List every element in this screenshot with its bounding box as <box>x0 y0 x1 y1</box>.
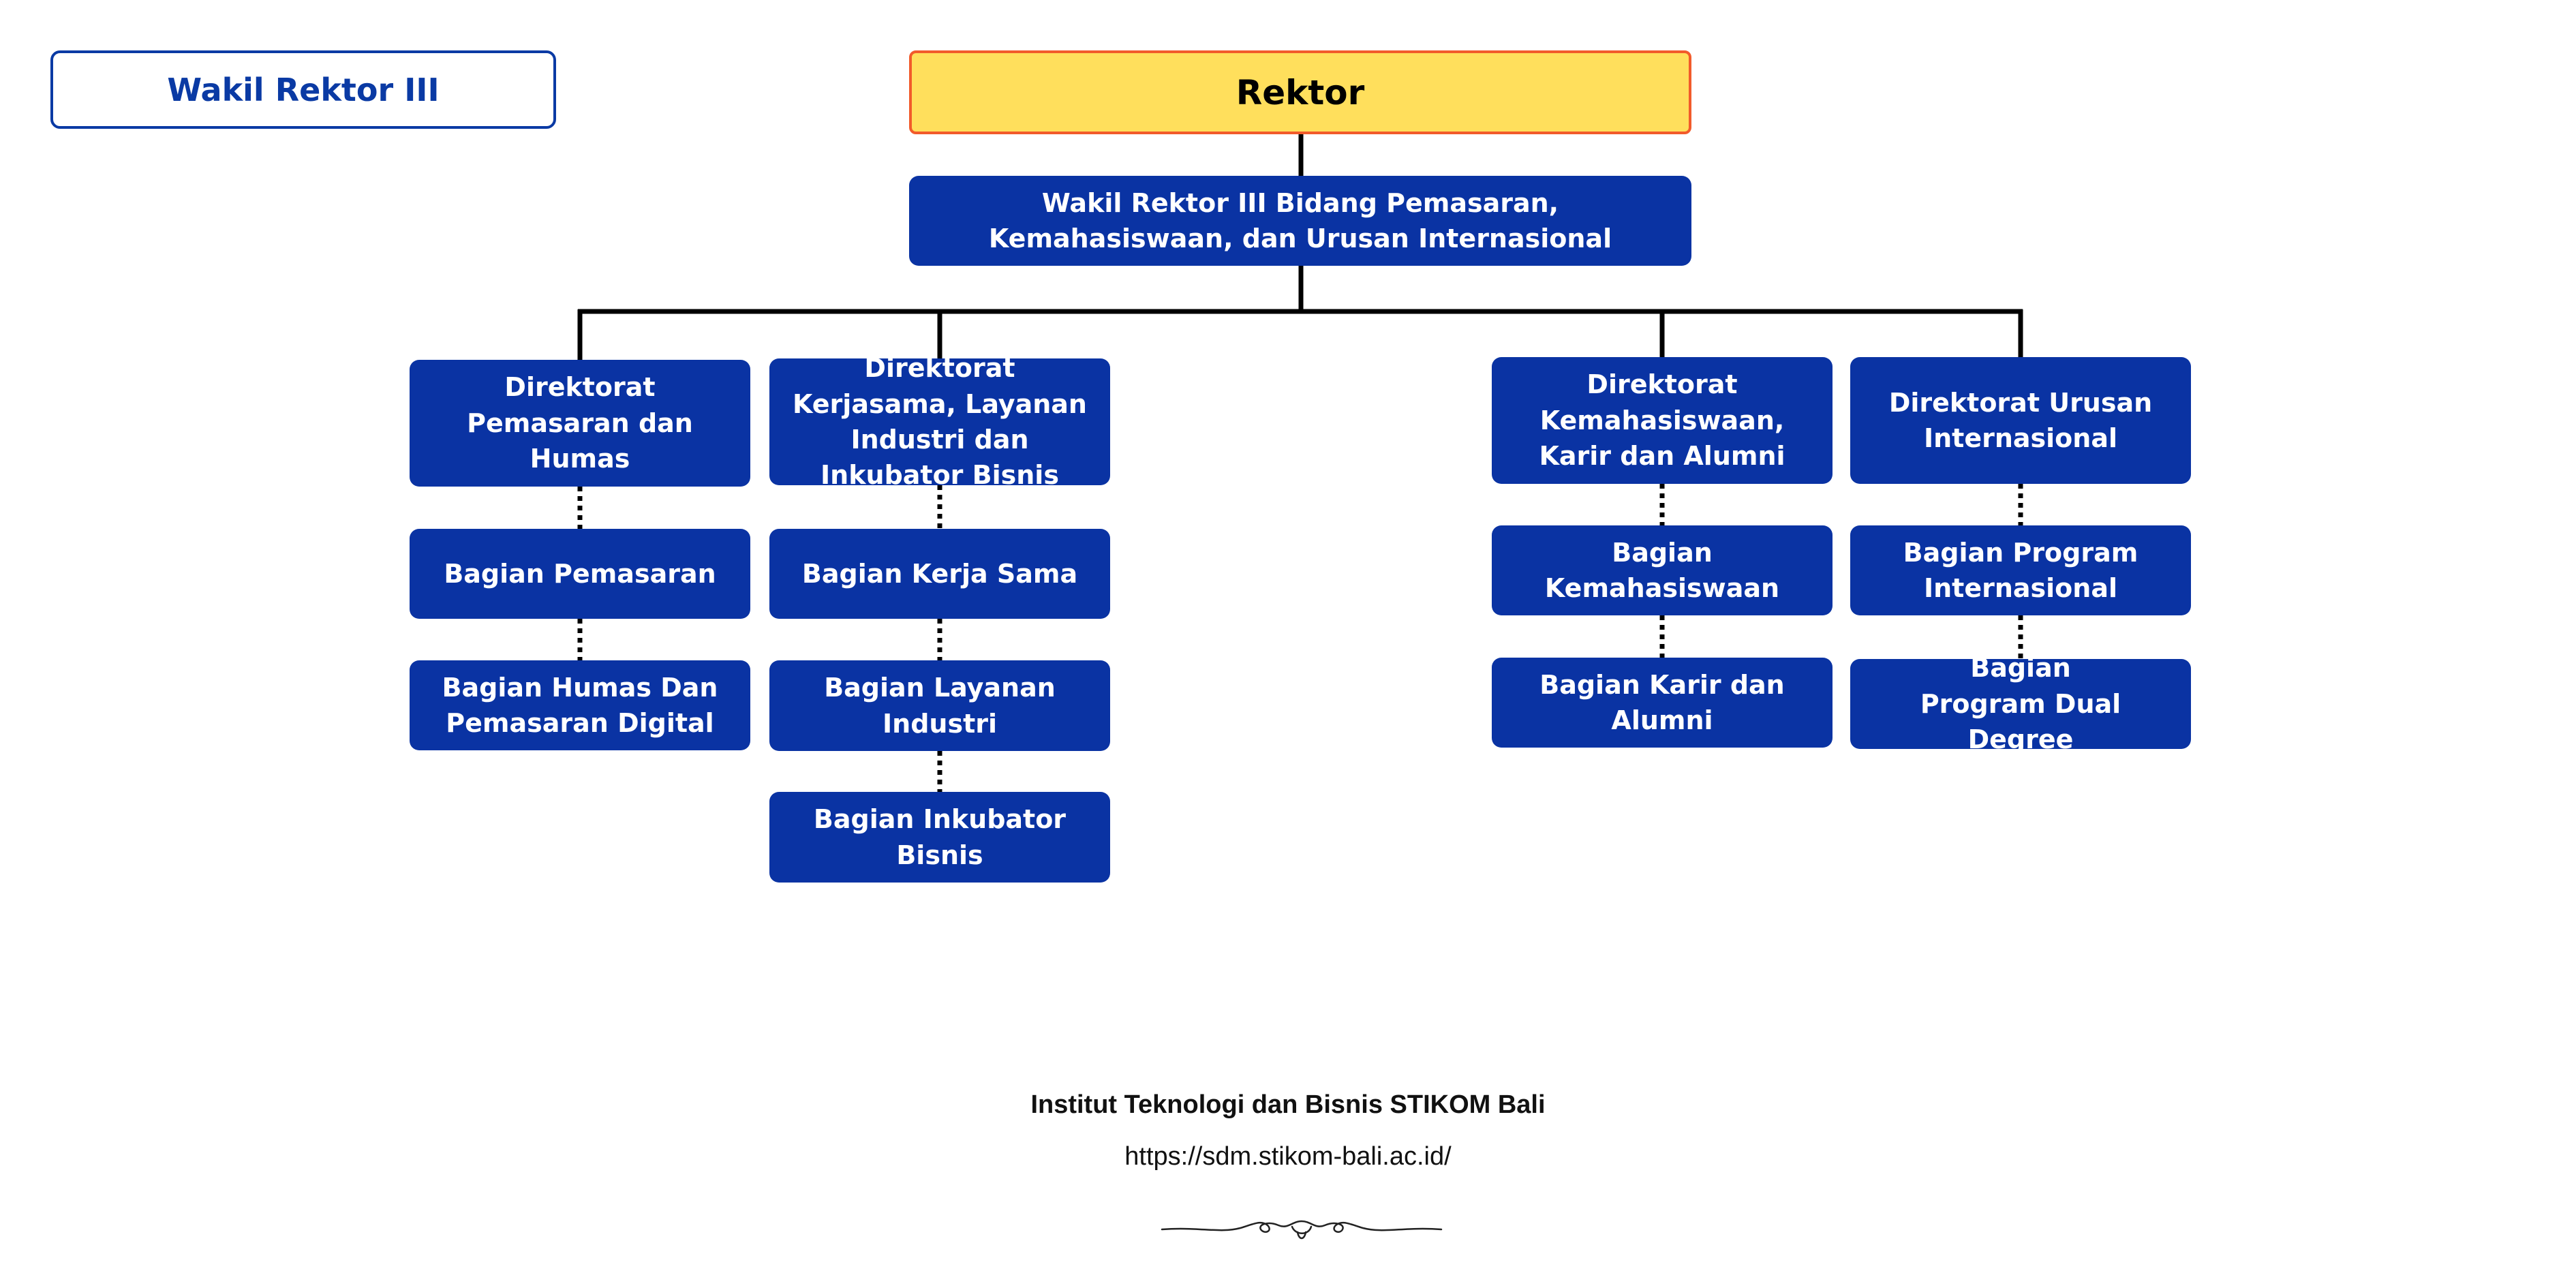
director-box-1: Direktorat Pemasaran dan Humas <box>410 360 750 487</box>
director-box-3: Direktorat Kemahasiswaan, Karir dan Alum… <box>1492 357 1833 484</box>
unit-box-1-1: Bagian Pemasaran <box>410 529 750 619</box>
footer-org-name: Institut Teknologi dan Bisnis STIKOM Bal… <box>1030 1090 1546 1119</box>
flourish-ornament <box>1161 1220 1443 1240</box>
unit-box-2-3: Bagian Inkubator Bisnis <box>769 792 1110 883</box>
unit-box-3-1: Bagian Kemahasiswaan <box>1492 525 1833 615</box>
unit-box-2-1: Bagian Kerja Sama <box>769 529 1110 619</box>
rektor-box: Rektor <box>909 50 1691 134</box>
unit-box-1-2: Bagian Humas Dan Pemasaran Digital <box>410 660 750 750</box>
director-box-2: Direktorat Kerjasama, Layanan Industri d… <box>769 353 1110 490</box>
footer-url: https://sdm.stikom-bali.ac.id/ <box>1124 1142 1452 1171</box>
unit-box-2-2: Bagian Layanan Industri <box>769 660 1110 751</box>
page-label: Wakil Rektor III <box>50 50 556 129</box>
unit-box-4-1: Bagian Program Internasional <box>1850 525 2191 615</box>
wakil-rektor-box: Wakil Rektor III Bidang Pemasaran, Kemah… <box>909 176 1691 266</box>
unit-box-4-2: Bagian Program Dual Degree <box>1850 653 2191 754</box>
director-box-4: Direktorat Urusan Internasional <box>1850 357 2191 484</box>
unit-box-3-2: Bagian Karir dan Alumni <box>1492 658 1833 748</box>
